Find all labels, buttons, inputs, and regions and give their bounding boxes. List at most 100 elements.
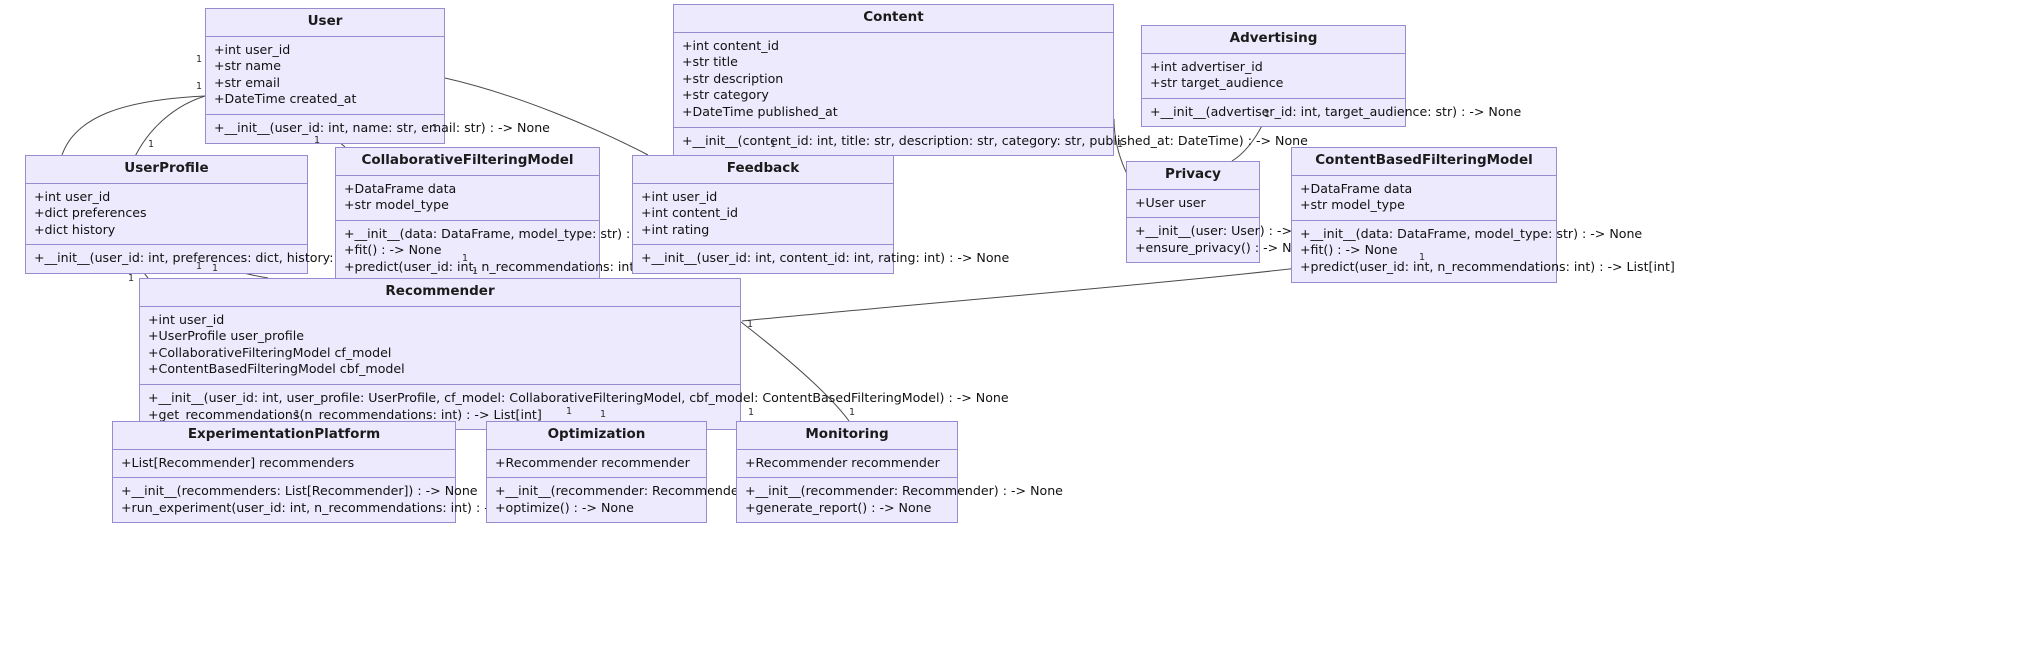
method-row: +__init__(user_id: int, name: str, email… (214, 119, 550, 135)
multiplicity-label: 1 (1419, 252, 1426, 263)
multiplicity-label: 1 (1264, 109, 1271, 120)
multiplicity-label: 1 (196, 81, 203, 92)
class-name: User (206, 9, 444, 37)
attribute-row: +User user (1135, 194, 1206, 210)
attribute-row: +ContentBasedFilteringModel cbf_model (148, 361, 405, 377)
methods-compartment: +__init__(content_id: int, title: str, d… (674, 128, 1308, 156)
method-row: +__init__(advertiser_id: int, target_aud… (1150, 103, 1522, 119)
methods-compartment: +__init__(recommender: Recommender) : ->… (737, 478, 1063, 522)
association-edge (444, 77, 649, 156)
attributes-compartment: +int user_id+dict preferences+dict histo… (26, 184, 307, 246)
methods-compartment: +__init__(data: DataFrame, model_type: s… (336, 221, 719, 282)
uml-class-userprofile[interactable]: UserProfile+int user_id+dict preferences… (25, 155, 430, 274)
class-name: ExperimentationPlatform (113, 422, 455, 450)
methods-compartment: +__init__(user_id: int, name: str, email… (206, 115, 550, 143)
attribute-row: +int user_id (148, 311, 225, 327)
attribute-row: +List[Recommender] recommenders (121, 454, 355, 470)
methods-compartment: +__init__(advertiser_id: int, target_aud… (1142, 99, 1522, 127)
method-row: +__init__(recommenders: List[Recommender… (121, 483, 478, 499)
attribute-row: +str category (682, 87, 769, 103)
multiplicity-label: 1 (294, 409, 301, 420)
attributes-compartment: +Recommender recommender (737, 450, 957, 479)
association-edge (740, 321, 850, 422)
method-row: +__init__(content_id: int, title: str, d… (682, 132, 1308, 148)
multiplicity-label: 1 (148, 139, 155, 150)
methods-compartment: +__init__(user_id: int, preferences: dic… (26, 245, 430, 273)
attributes-compartment: +int content_id+str title+str descriptio… (674, 33, 1113, 128)
multiplicity-label: 1 (1117, 139, 1124, 150)
class-name: Recommender (140, 279, 740, 307)
uml-class-user[interactable]: User+int user_id+str name+str email+Date… (205, 8, 550, 144)
uml-class-advertising[interactable]: Advertising+int advertiser_id+str target… (1141, 25, 1522, 128)
uml-class-monitoring[interactable]: Monitoring +Recommender recommender +__ini… (736, 421, 1063, 524)
attribute-row: +UserProfile user_profile (148, 328, 304, 344)
attribute-row: +DataFrame data (344, 180, 457, 196)
attribute-row: +int user_id (34, 188, 111, 204)
multiplicity-label: 1 (566, 406, 573, 417)
methods-compartment: +__init__(user: User) : -> None+ensure_p… (1127, 218, 1329, 262)
multiplicity-label: 1 (462, 253, 469, 264)
attribute-row: +dict history (34, 221, 116, 237)
attribute-row: +str description (682, 70, 784, 86)
class-name: CollaborativeFilteringModel (336, 148, 599, 176)
method-row: +__init__(recommender: Recommender) : ->… (495, 483, 813, 499)
attribute-row: +int user_id (214, 41, 291, 57)
method-row: +get_recommendations(n_recommendations: … (148, 406, 542, 422)
attribute-row: +int user_id (641, 188, 718, 204)
attribute-row: +DateTime published_at (682, 103, 838, 119)
attribute-row: +int advertiser_id (1150, 58, 1263, 74)
class-name: Privacy (1127, 162, 1259, 190)
attribute-row: +str model_type (1300, 197, 1405, 213)
attributes-compartment: +int user_id+int content_id+int rating (633, 184, 893, 246)
attributes-compartment: +User user (1127, 190, 1259, 219)
uml-class-content[interactable]: Content+int content_id+str title+str des… (673, 4, 1308, 157)
method-row: +optimize() : -> None (495, 499, 634, 515)
methods-compartment: +__init__(recommenders: List[Recommender… (113, 478, 612, 522)
multiplicity-label: 1 (849, 407, 856, 418)
method-row: +__init__(user_id: int, preferences: dic… (34, 250, 430, 266)
class-name: Content (674, 5, 1113, 33)
attribute-row: +DataFrame data (1300, 180, 1413, 196)
multiplicity-label: 1 (212, 263, 219, 274)
class-name: Monitoring (737, 422, 957, 450)
multiplicity-label: 1 (432, 123, 439, 134)
uml-class-experimentation[interactable]: ExperimentationPlatform +List[Recommender… (112, 421, 612, 524)
attribute-row: +str email (214, 74, 280, 90)
multiplicity-label: 1 (196, 261, 203, 272)
method-row: +__init__(data: DataFrame, model_type: s… (1300, 225, 1643, 241)
attributes-compartment: +int user_id+str name+str email+DateTime… (206, 37, 444, 115)
attribute-row: +Recommender recommender (745, 454, 940, 470)
class-name: Optimization (487, 422, 706, 450)
attribute-row: +int content_id (641, 205, 738, 221)
uml-class-feedback[interactable]: Feedback+int user_id+int content_id+int … (632, 155, 1010, 274)
class-name: Advertising (1142, 26, 1405, 54)
uml-class-privacy[interactable]: Privacy +User user +__init__(user: User) :… (1126, 161, 1329, 264)
method-row: +__init__(user_id: int, user_profile: Us… (148, 389, 1009, 405)
multiplicity-label: 1 (748, 407, 755, 418)
attribute-row: +dict preferences (34, 205, 147, 221)
attribute-row: +str model_type (344, 197, 449, 213)
uml-class-optimization[interactable]: Optimization+Recommender recommender +__i… (486, 421, 813, 524)
method-row: +__init__(user_id: int, content_id: int,… (641, 250, 1010, 266)
method-row: +predict(user_id: int, n_recommendations… (344, 258, 719, 274)
method-row: +fit() : -> None (344, 242, 442, 258)
multiplicity-label: 1 (314, 135, 321, 146)
attributes-compartment: +int user_id+UserProfile user_profile +Co… (140, 307, 740, 385)
method-row: +generate_report() : -> None (745, 499, 932, 515)
attribute-row: +int content_id (682, 37, 779, 53)
method-row: +run_experiment(user_id: int, n_recommen… (121, 499, 612, 515)
multiplicity-label: 1 (472, 266, 479, 277)
attribute-row: +str name (214, 58, 281, 74)
multiplicity-label: 1 (196, 54, 203, 65)
method-row: +ensure_privacy() : -> None (1135, 239, 1316, 255)
method-row: +__init__(recommender: Recommender) : ->… (745, 483, 1063, 499)
attributes-compartment: +Recommender recommender (487, 450, 706, 479)
multiplicity-label: 1 (600, 409, 607, 420)
method-row: +__init__(user: User) : -> None (1135, 223, 1329, 239)
attributes-compartment: +DataFrame data+str model_type (336, 176, 599, 221)
method-row: +__init__(data: DataFrame, model_type: s… (344, 225, 687, 241)
uml-class-cf_model[interactable]: CollaborativeFilteringModel+DataFrame da… (335, 147, 719, 283)
class-name: ContentBasedFilteringModel (1292, 148, 1556, 176)
uml-class-recommender[interactable]: Recommender+int user_id+UserProfile user… (139, 278, 1009, 431)
